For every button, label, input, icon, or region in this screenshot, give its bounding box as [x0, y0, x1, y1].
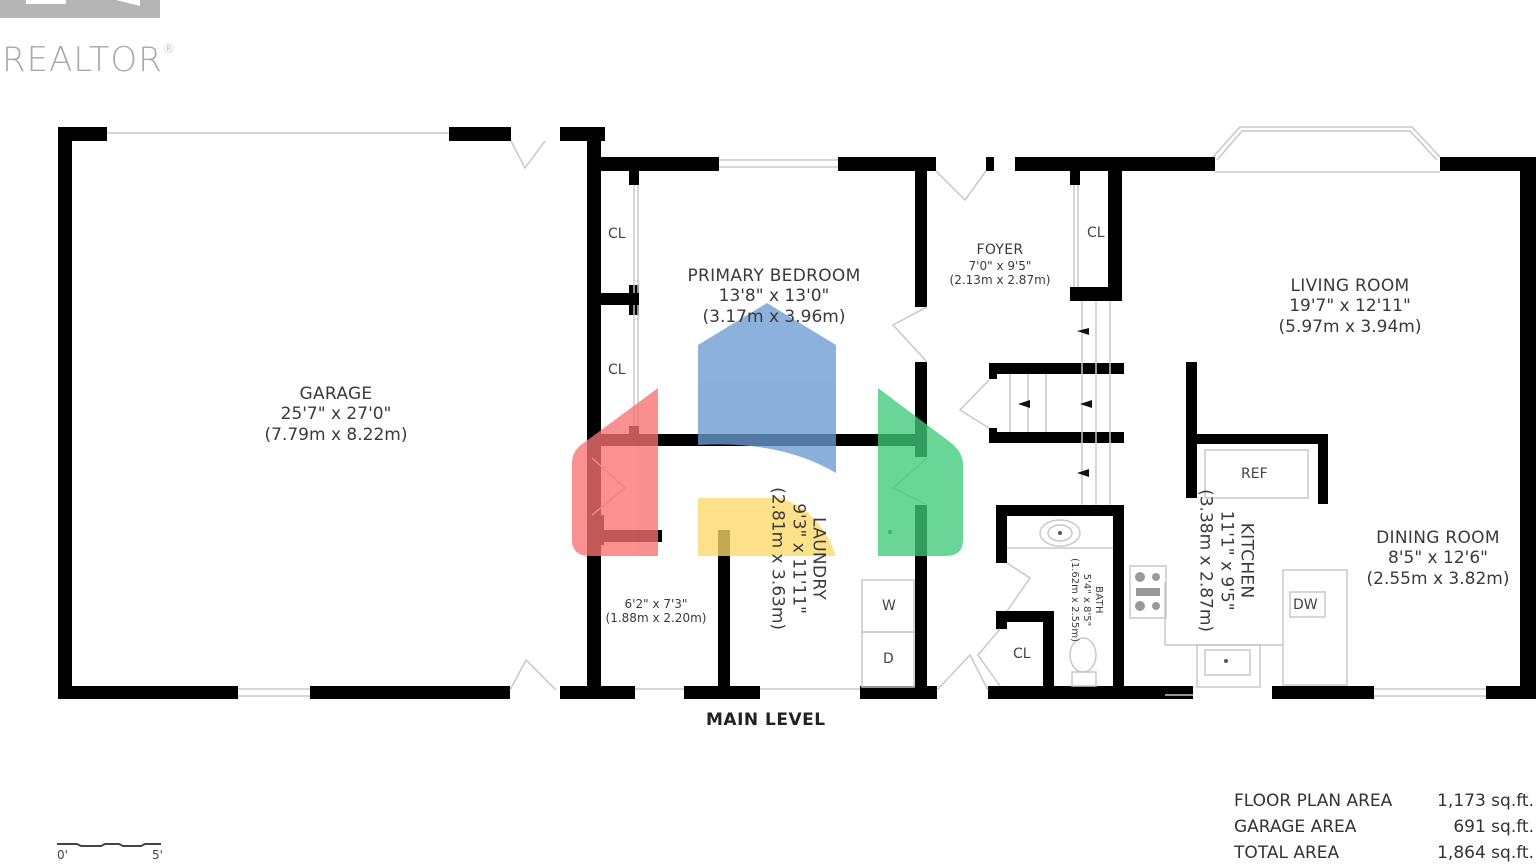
watermark-red-shape: [572, 388, 658, 556]
logo-wordmark: REALTOR: [2, 40, 163, 80]
closet-label: CL: [608, 226, 626, 242]
room-laundry: LAUNDRY 9'3" x 11'11" (2.81m x 3.63m): [767, 487, 829, 631]
room-dimensions-imperial: 8'5" x 12'6": [1388, 548, 1488, 569]
room-kitchen: KITCHEN 11'1" x 9'5" (3.38m x 2.87m): [1195, 489, 1257, 633]
room-dimensions-metric: (2.81m x 3.63m): [767, 487, 788, 631]
dryer-label: D: [883, 651, 894, 667]
realtor-logo: REALTOR®: [0, 0, 200, 90]
room-dimensions-imperial: 11'1" x 9'5": [1216, 510, 1237, 611]
room-name: BATH: [1093, 586, 1104, 614]
room-name: FOYER: [976, 242, 1024, 258]
room-dimensions-metric: (7.79m x 8.22m): [264, 424, 408, 445]
realtor-logo-mark-icon: [0, 0, 160, 18]
area-row-garage: GARAGE AREA 691 sq.ft.: [1234, 814, 1534, 840]
scale-end-label: 5': [152, 848, 163, 862]
room-living-room: LIVING ROOM 19'7" x 12'11" (5.97m x 3.94…: [1279, 276, 1422, 337]
realtor-logo-text: REALTOR®: [2, 40, 176, 80]
room-name: KITCHEN: [1236, 522, 1257, 599]
room-dimensions-imperial: 9'3" x 11'11": [788, 503, 809, 614]
room-bath: BATH 5'4" x 8'5" (1.62m x 2.55m): [1068, 558, 1104, 642]
dishwasher-label: DW: [1293, 597, 1318, 613]
watermark-blue-shape: [698, 303, 836, 473]
closet-label: CL: [1087, 225, 1105, 241]
refrigerator-label: REF: [1241, 466, 1268, 482]
room-dimensions-metric: (3.38m x 2.87m): [1195, 489, 1216, 633]
closet-label: CL: [1013, 646, 1031, 662]
scale-bar-line-icon: [57, 843, 161, 847]
room-dimensions-metric: (1.62m x 2.55m): [1069, 557, 1080, 643]
area-value: 1,864 sq.ft.: [1437, 843, 1534, 863]
room-dimensions-imperial: 6'2" x 7'3": [624, 597, 688, 611]
area-value: 1,173 sq.ft.: [1437, 791, 1534, 811]
registered-mark: ®: [162, 42, 176, 56]
room-dimensions-imperial: 13'8" x 13'0": [718, 286, 830, 307]
room-name: GARAGE: [299, 384, 373, 404]
room-name: LAUNDRY: [808, 517, 829, 601]
stair-arrows: [1018, 328, 1092, 477]
scale-bar: 0' 5': [55, 840, 165, 864]
room-name: PRIMARY BEDROOM: [687, 266, 861, 286]
watermark-yellow-shape: [698, 498, 836, 556]
room-dimensions-imperial: 5'4" x 8'5": [1081, 573, 1092, 627]
room-dimensions-imperial: 7'0" x 9'5": [968, 258, 1032, 273]
room-name: DINING ROOM: [1376, 528, 1500, 548]
room-dimensions-imperial: 19'7" x 12'11": [1289, 296, 1411, 317]
room-dimensions-metric: (2.13m x 2.87m): [949, 273, 1051, 288]
area-label: GARAGE AREA: [1234, 817, 1357, 837]
area-row-total: TOTAL AREA 1,864 sq.ft.: [1234, 840, 1534, 866]
room-dimensions-imperial: 25'7" x 27'0": [280, 404, 392, 425]
area-value: 691 sq.ft.: [1453, 817, 1534, 837]
washer-label: W: [882, 598, 896, 614]
room-name: LIVING ROOM: [1290, 276, 1410, 296]
room-primary-bedroom: PRIMARY BEDROOM 13'8" x 13'0" (3.17m x 3…: [687, 266, 860, 327]
room-dining-room: DINING ROOM 8'5" x 12'6" (2.55m x 3.82m): [1367, 528, 1510, 589]
watermark-overlay: [572, 303, 963, 556]
walls: [58, 127, 1536, 699]
thin-lines: [107, 126, 1486, 697]
room-garage: GARAGE 25'7" x 27'0" (7.79m x 8.22m): [265, 384, 408, 445]
room-dimensions-metric: (3.17m x 3.96m): [702, 306, 846, 327]
area-row-floor-plan: FLOOR PLAN AREA 1,173 sq.ft.: [1234, 788, 1534, 814]
closet-label: CL: [608, 362, 626, 378]
stove-burners: [1135, 572, 1160, 611]
watermark-green-shape: [878, 388, 963, 556]
area-summary: FLOOR PLAN AREA 1,173 sq.ft. GARAGE AREA…: [1234, 788, 1534, 866]
room-storage: 6'2" x 7'3" (1.88m x 2.20m): [606, 597, 707, 626]
area-label: TOTAL AREA: [1234, 843, 1340, 863]
room-dimensions-metric: (5.97m x 3.94m): [1278, 316, 1422, 337]
room-dimensions-metric: (2.55m x 3.82m): [1366, 568, 1510, 589]
area-label: FLOOR PLAN AREA: [1234, 791, 1393, 811]
room-foyer: FOYER 7'0" x 9'5" (2.13m x 2.87m): [950, 242, 1051, 288]
room-dimensions-metric: (1.88m x 2.20m): [605, 611, 707, 626]
scale-start-label: 0': [57, 848, 68, 862]
level-title: MAIN LEVEL: [706, 710, 826, 730]
